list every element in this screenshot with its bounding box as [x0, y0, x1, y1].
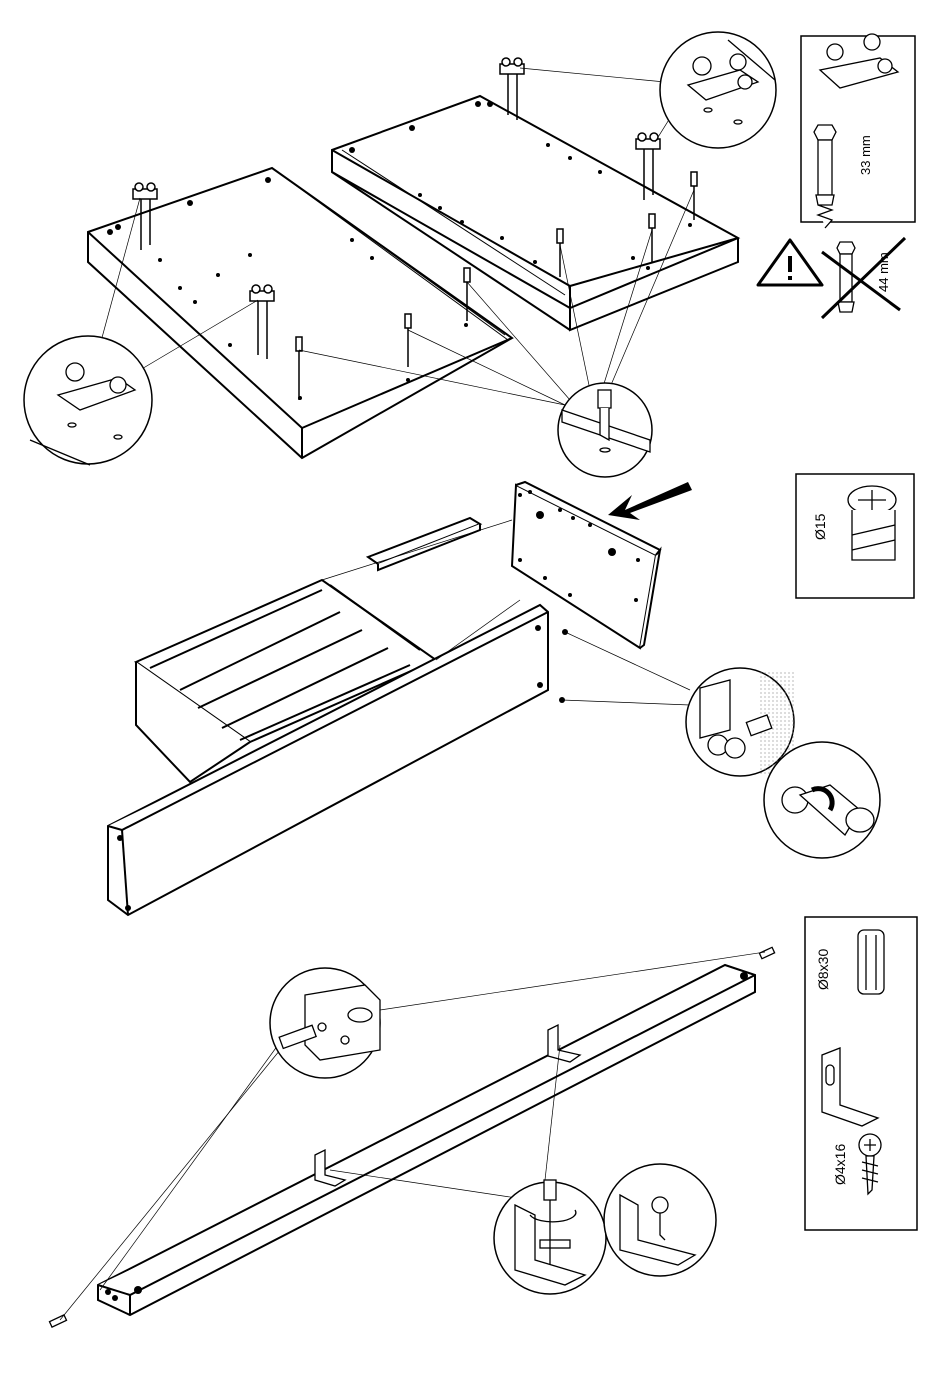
cam-lock-icon	[848, 486, 896, 560]
dowel-icon	[858, 930, 884, 994]
wrong-screw-icon: 44 mm	[822, 238, 905, 318]
push-arrow-icon	[608, 482, 692, 520]
screw-length-ok: 33 mm	[858, 135, 873, 175]
dowel-size: Ø8x30	[815, 949, 831, 990]
screw-length-wrong: 44 mm	[876, 252, 891, 292]
step1-detail-circle-left	[24, 336, 152, 465]
step1-detail-circle-pin	[558, 383, 652, 477]
step1-detail-circle-top	[660, 32, 776, 148]
step2-detail-circle-cam	[686, 668, 794, 776]
step2-top-board	[368, 518, 480, 570]
step2-parts-box: Ø15	[796, 474, 914, 598]
warning-triangle-icon	[758, 240, 822, 285]
step3-detail-circle-dowel	[270, 968, 380, 1078]
step2-detail-circle-screwdriver	[764, 742, 880, 858]
step1-parts-box: 33 mm	[801, 34, 915, 228]
screw-size: Ø4x16	[832, 1144, 848, 1185]
cam-lock-diameter: Ø15	[812, 513, 828, 540]
step3-parts-box: Ø8x30 Ø4x16	[805, 917, 917, 1230]
step3-detail-circle-bracket-screw	[604, 1164, 716, 1276]
step3-detail-circle-bracket-drill	[494, 1180, 606, 1294]
